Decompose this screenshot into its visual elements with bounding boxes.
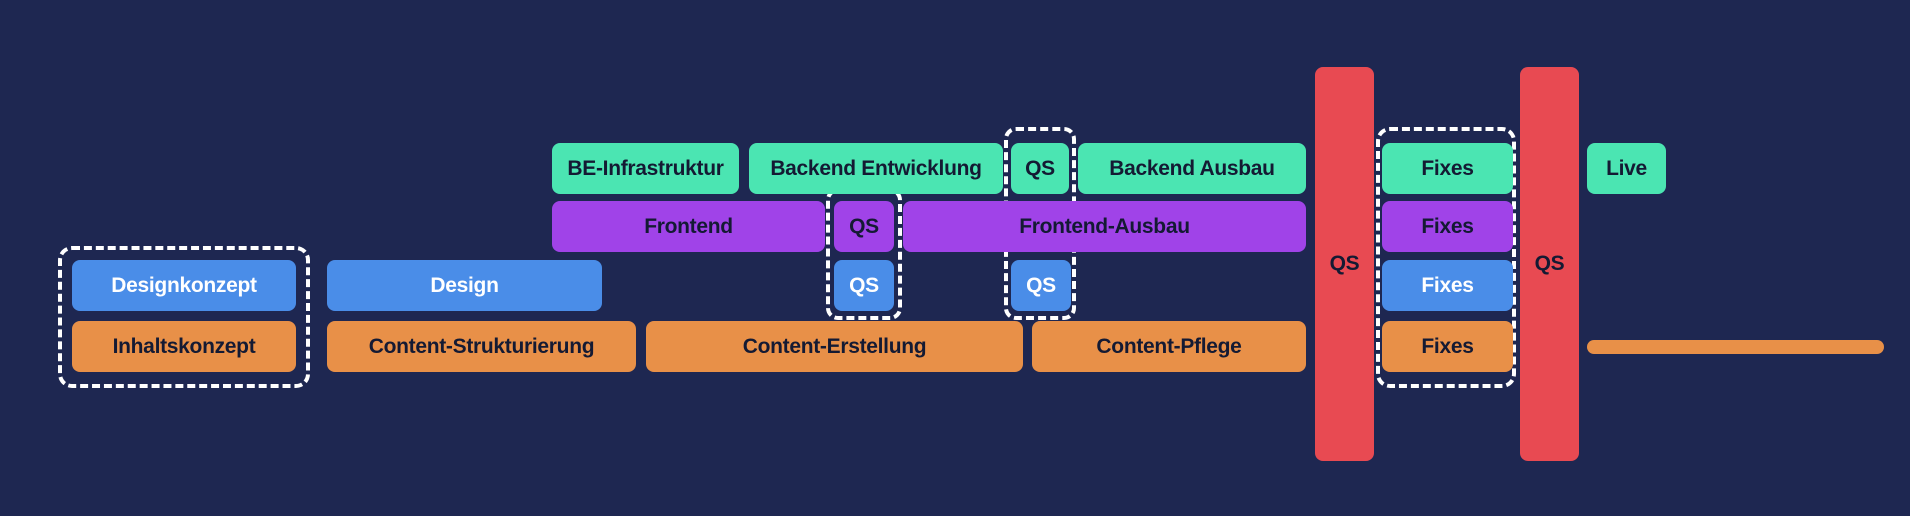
frontend-bar: Frontend bbox=[552, 201, 825, 252]
content-concept-bar: Inhaltskonzept bbox=[72, 321, 296, 372]
fixes-group bbox=[1376, 127, 1516, 388]
backend-qs-bar: QS bbox=[1011, 143, 1069, 194]
frontend-expansion-bar: Frontend-Ausbau bbox=[903, 201, 1306, 252]
frontend-qs-bar: QS bbox=[834, 201, 894, 252]
be-infrastructure-bar: BE-Infrastruktur bbox=[552, 143, 739, 194]
backend-expansion-bar: Backend Ausbau bbox=[1078, 143, 1306, 194]
content-fixes-bar: Fixes bbox=[1382, 321, 1513, 372]
qs-milestone-2: QS bbox=[1520, 67, 1579, 461]
content-creation-bar: Content-Erstellung bbox=[646, 321, 1023, 372]
live-bar: Live bbox=[1587, 143, 1666, 194]
backend-fixes-bar: Fixes bbox=[1382, 143, 1513, 194]
content-structuring-bar: Content-Strukturierung bbox=[327, 321, 636, 372]
frontend-fixes-bar: Fixes bbox=[1382, 201, 1513, 252]
design-qs-bar-1: QS bbox=[834, 260, 894, 311]
content-maintenance-bar: Content-Pflege bbox=[1032, 321, 1306, 372]
content-ongoing-line bbox=[1587, 340, 1884, 354]
concept-phase-group bbox=[58, 246, 310, 388]
design-bar: Design bbox=[327, 260, 602, 311]
qs-milestone-1: QS bbox=[1315, 67, 1374, 461]
design-qs-bar-2: QS bbox=[1011, 260, 1071, 311]
design-fixes-bar: Fixes bbox=[1382, 260, 1513, 311]
backend-development-bar: Backend Entwicklung bbox=[749, 143, 1003, 194]
design-concept-bar: Designkonzept bbox=[72, 260, 296, 311]
